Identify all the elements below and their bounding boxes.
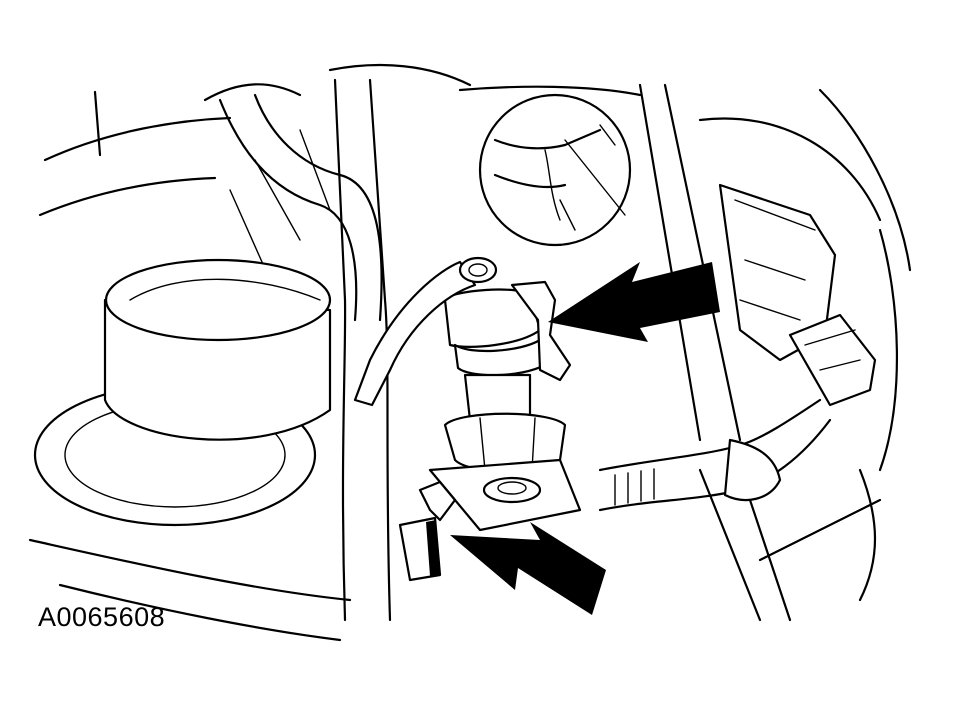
pointer-arrows <box>450 262 720 615</box>
sensor-assembly <box>353 256 582 532</box>
filter-canister <box>33 258 332 527</box>
wire-harness <box>598 398 832 512</box>
detail-inset-circle <box>478 93 632 247</box>
figure-id-label: A0065608 <box>38 602 166 632</box>
retaining-clip <box>398 480 457 582</box>
background-panels <box>28 63 912 642</box>
right-connector <box>718 183 877 407</box>
upper-arrow <box>548 262 720 342</box>
lower-arrow <box>450 522 606 615</box>
